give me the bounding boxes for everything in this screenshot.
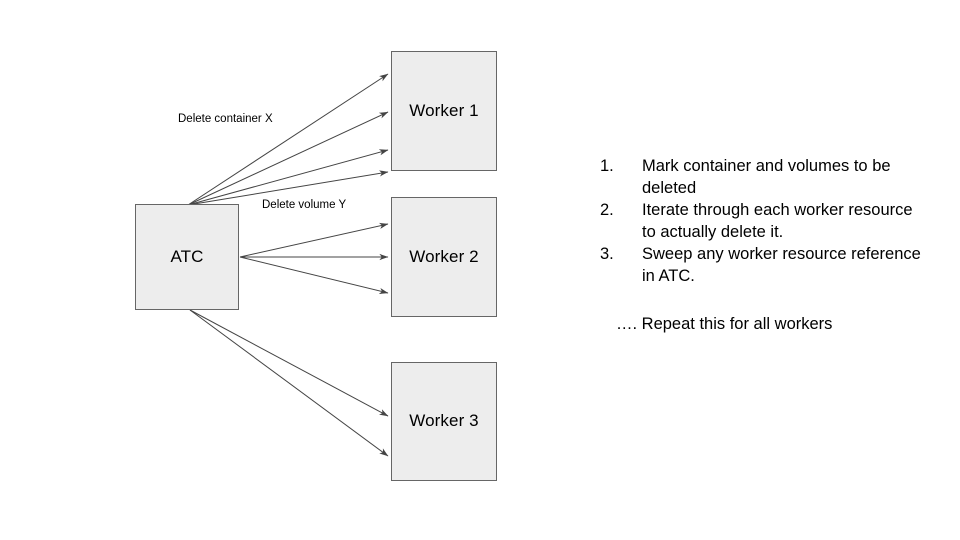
repeat-note: …. Repeat this for all workers [616,315,833,333]
node-worker-1[interactable]: Worker 1 [391,51,497,171]
step-number-2: 2. [600,201,614,219]
node-worker-3-label: Worker 3 [409,411,479,431]
node-worker-3[interactable]: Worker 3 [391,362,497,481]
edge-label-delete-volume-y: Delete volume Y [260,199,349,213]
step-text-3: Sweep any worker resource reference in A… [642,245,921,285]
step-number-3: 3. [600,245,614,263]
step-item-1: 1. Mark container and volumes to be dele… [600,155,930,199]
edge-atc-worker3-1 [189,309,389,417]
edge-atc-worker2-3 [239,256,389,294]
edge-atc-worker1-2 [187,111,389,206]
node-worker-1-label: Worker 1 [409,100,479,120]
edge-atc-worker1-3 [187,149,389,206]
node-worker-2[interactable]: Worker 2 [391,197,497,317]
edge-label-delete-container-x: Delete container X [176,113,275,127]
step-item-2: 2. Iterate through each worker resource … [600,199,930,243]
edge-atc-worker1-1 [187,73,389,206]
step-text-2: Iterate through each worker resource to … [642,201,913,241]
step-text-1: Mark container and volumes to be deleted [642,157,891,197]
step-number-1: 1. [600,157,614,175]
step-item-3: 3. Sweep any worker resource reference i… [600,243,930,287]
steps-panel: 1. Mark container and volumes to be dele… [600,155,930,335]
edge-atc-worker3-2 [189,309,389,457]
node-atc[interactable]: ATC [135,204,239,310]
node-worker-2-label: Worker 2 [409,246,479,266]
node-atc-label: ATC [170,246,204,266]
edge-atc-worker2-1 [239,222,389,258]
edge-atc-worker1-4 [187,170,389,206]
